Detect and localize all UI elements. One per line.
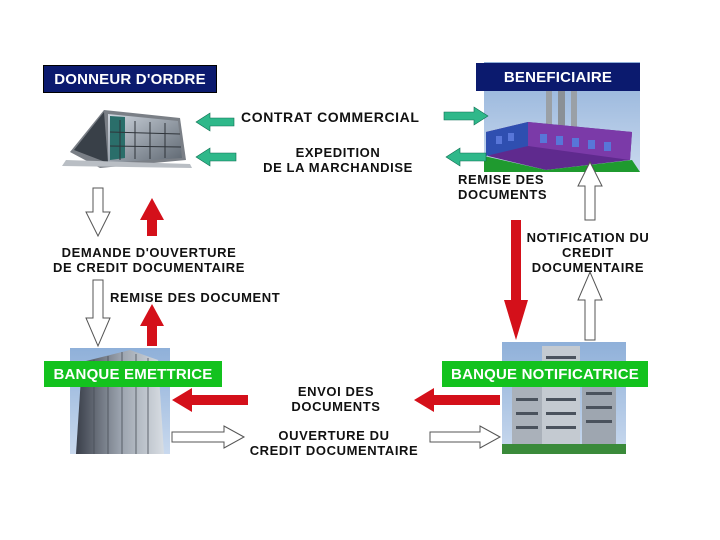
expedition-line-1: EXPEDITION (295, 145, 381, 160)
expedition-text: EXPEDITION DE LA MARCHANDISE (252, 145, 424, 175)
notification-credit-text: NOTIFICATION DU CREDIT DOCUMENTAIRE (516, 230, 660, 275)
donneur-label: DONNEUR D'ORDRE (43, 65, 217, 93)
banque-notificatrice-label: BANQUE NOTIFICATRICE (442, 361, 648, 387)
expedition-line-2: DE LA MARCHANDISE (263, 160, 413, 175)
envoi-line-2: DOCUMENTS (291, 399, 381, 414)
envoi-line-1: ENVOI DES (297, 384, 375, 399)
banque-emettrice-label: BANQUE EMETTRICE (44, 361, 222, 387)
notification-line-3: DOCUMENTAIRE (531, 260, 645, 275)
arrow-down-white-bottom (85, 279, 111, 348)
arrow-up-white-remise (577, 160, 603, 221)
notification-line-1: NOTIFICATION DU (526, 230, 650, 245)
arrow-down-white-top (85, 187, 111, 238)
demande-ouverture-text: DEMANDE D'OUVERTURE DE CREDIT DOCUMENTAI… (40, 245, 258, 275)
banque-notificatrice-building-illustration (502, 342, 626, 454)
donneur-building-illustration (62, 110, 192, 168)
ouverture-arrow-right-1 (171, 425, 246, 449)
envoi-documents-text: ENVOI DES DOCUMENTS (262, 384, 410, 414)
contrat-arrow-right (443, 106, 489, 126)
envoi-arrow-left-2 (414, 388, 500, 412)
contrat-arrows (195, 106, 489, 132)
demande-line-1: DEMANDE D'OUVERTURE (61, 245, 237, 260)
demande-line-2: DE CREDIT DOCUMENTAIRE (52, 260, 246, 275)
contrat-commercial-text: CONTRAT COMMERCIAL (241, 109, 420, 125)
arrow-up-red-top (140, 198, 164, 236)
remise-docs-line-1: REMISE DES (458, 172, 545, 187)
expedition-arrow-left-2 (445, 147, 487, 167)
arrow-up-white-bottom (577, 270, 603, 341)
arrow-down-red-notification (504, 220, 528, 340)
remise-des-documents-text: REMISE DES DOCUMENTS (458, 172, 547, 202)
contrat-arrow-left (195, 112, 235, 132)
expedition-arrows (195, 147, 487, 167)
ouverture-arrow-right-2 (429, 425, 502, 449)
envoi-arrow-left-1 (172, 388, 248, 412)
remise-des-document-text: REMISE DES DOCUMENT (110, 290, 281, 305)
ouverture-line-2: CREDIT DOCUMENTAIRE (249, 443, 419, 458)
beneficiaire-label: BENEFICIAIRE (476, 63, 640, 91)
notification-line-2: CREDIT (562, 245, 614, 260)
remise-docs-line-2: DOCUMENTS (458, 187, 548, 202)
ouverture-line-1: OUVERTURE DU (278, 428, 390, 443)
ouverture-credit-text: OUVERTURE DU CREDIT DOCUMENTAIRE (240, 428, 428, 458)
arrow-up-red-bottom (140, 304, 164, 346)
expedition-arrow-left (195, 147, 237, 167)
